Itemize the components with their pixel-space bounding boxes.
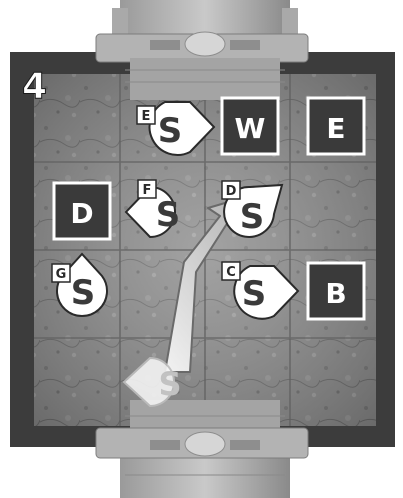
- tile-D: D: [54, 183, 110, 239]
- tile-E: E: [308, 98, 364, 154]
- token-letter: S: [242, 274, 267, 314]
- token-tag: C: [226, 265, 236, 280]
- token-letter: S: [71, 273, 96, 313]
- token-letter: S: [158, 111, 183, 151]
- tile-B: B: [308, 263, 364, 319]
- tile-label: B: [325, 277, 346, 310]
- token-tag: E: [142, 109, 151, 124]
- tile-label: D: [70, 197, 93, 230]
- token-tag: F: [143, 183, 152, 198]
- token-letter: S: [156, 195, 181, 235]
- tile-W: W: [222, 98, 278, 154]
- token-tag: D: [226, 184, 237, 199]
- token-letter: S: [240, 197, 265, 237]
- tile-label: W: [235, 112, 266, 145]
- mission-number: 4: [22, 66, 47, 107]
- token-letter: S: [158, 365, 181, 403]
- tile-label: E: [326, 112, 345, 145]
- token-tag: G: [56, 267, 67, 282]
